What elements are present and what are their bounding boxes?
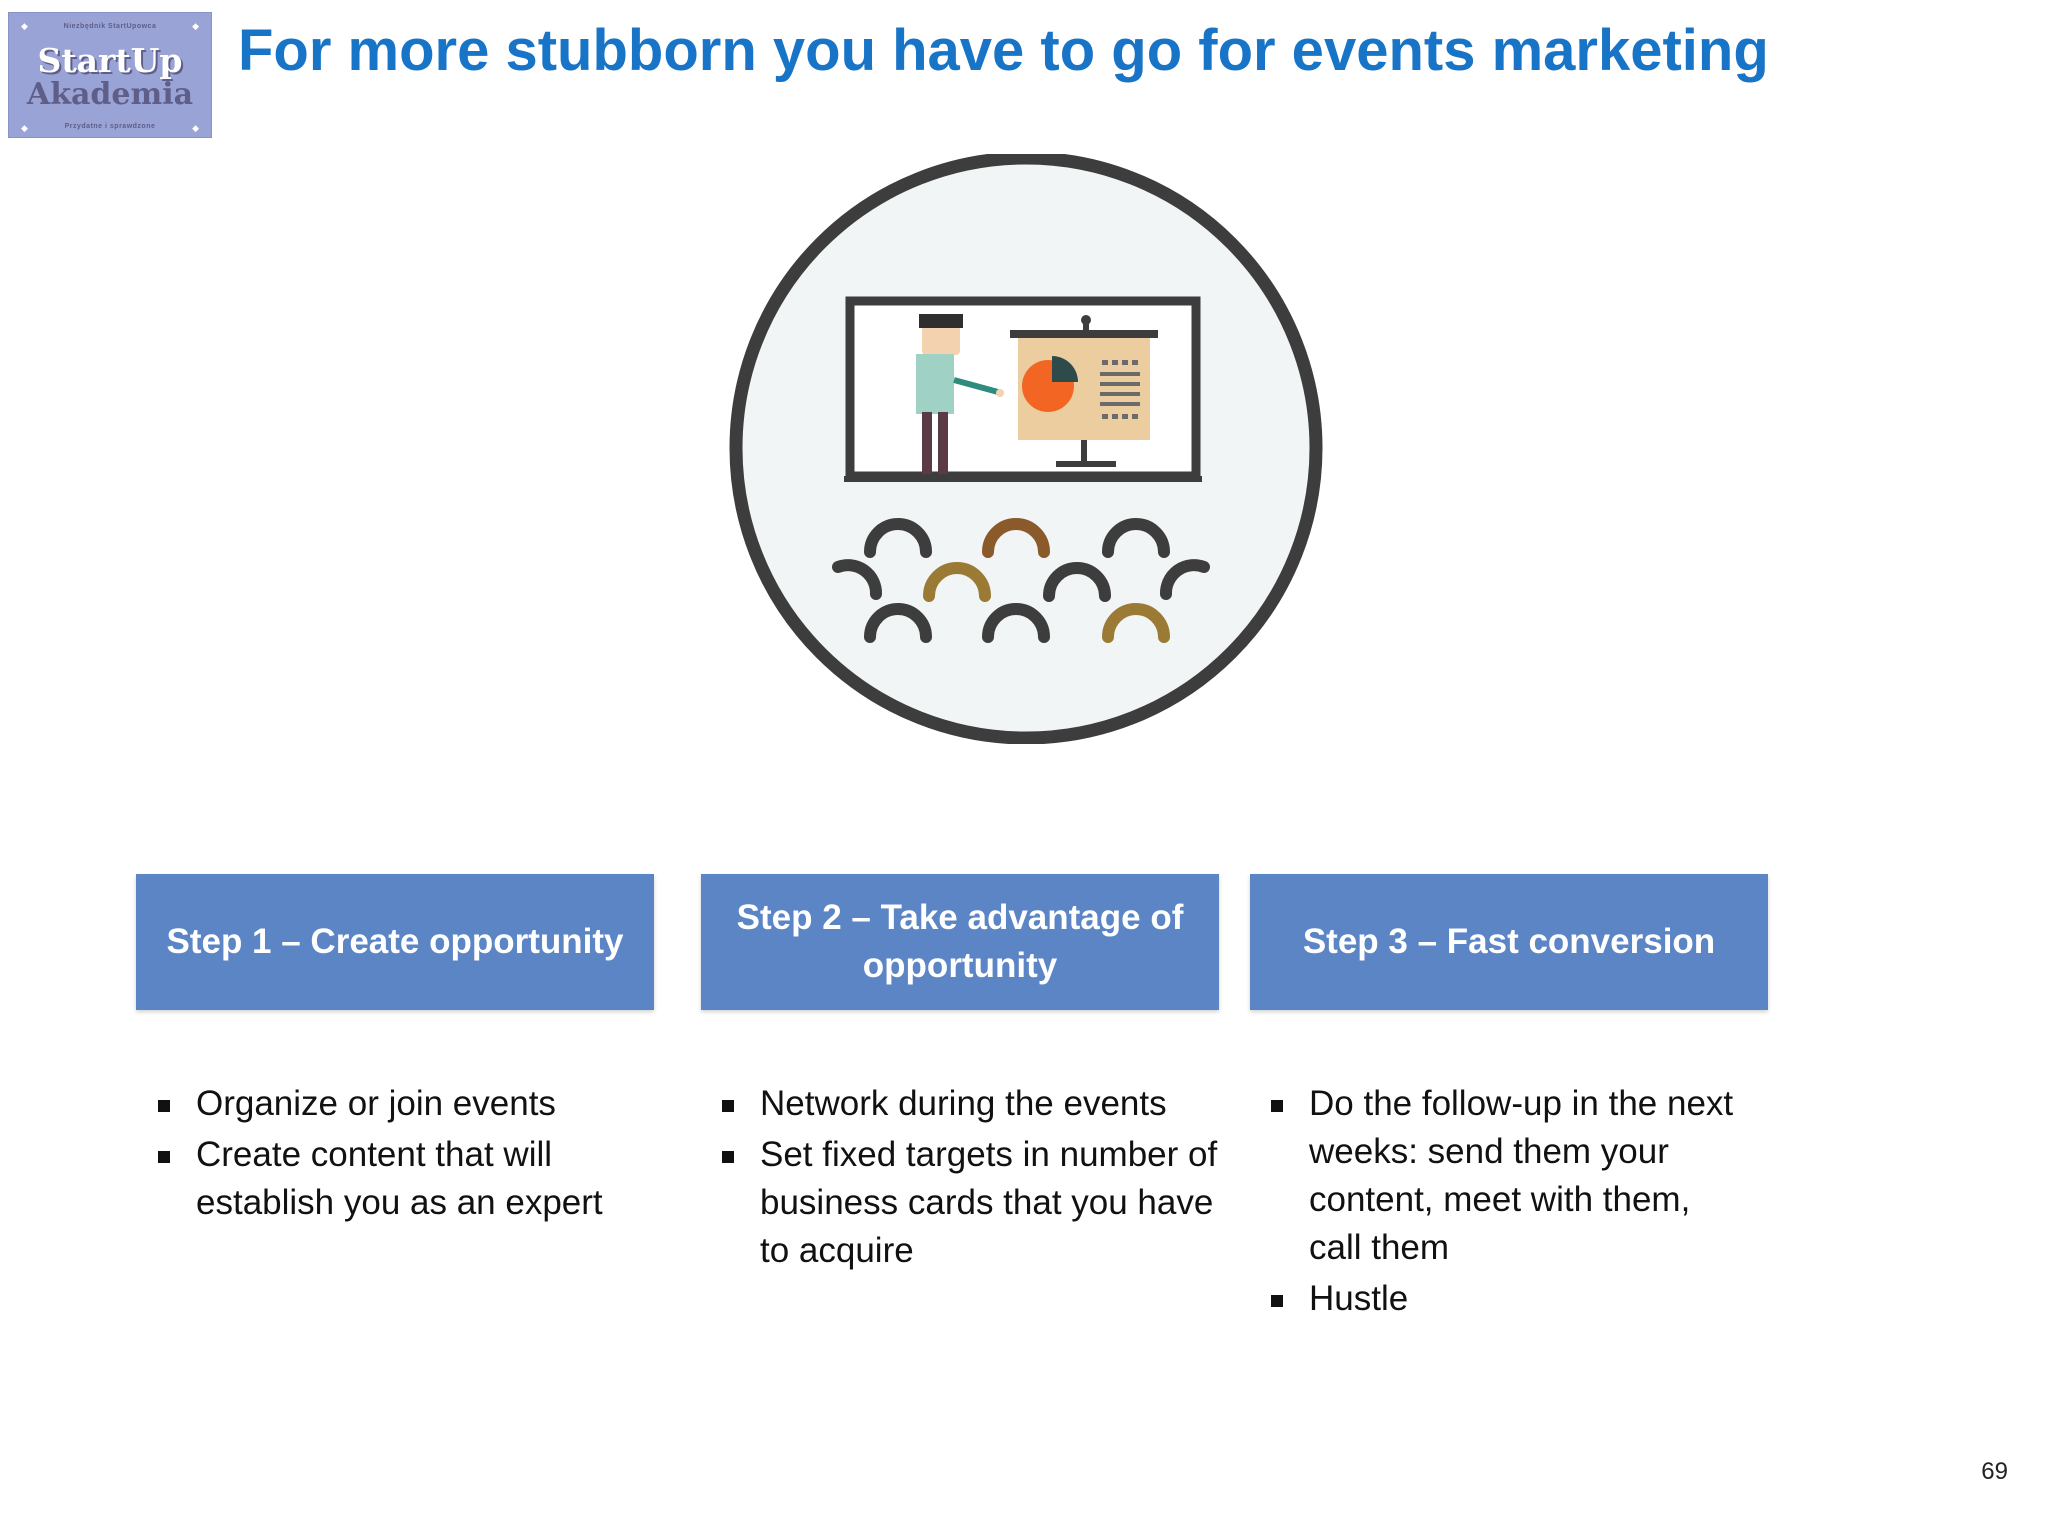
logo-tagline-top: Niezbędnik StartUpowca bbox=[63, 23, 157, 30]
logo-ornament: ◆ bbox=[21, 123, 28, 133]
audience-heads bbox=[832, 518, 1210, 643]
bullet-item: Do the follow-up in the next weeks: send… bbox=[1271, 1080, 1751, 1272]
step-3-header: Step 3 – Fast conversion bbox=[1250, 874, 1768, 1010]
logo-ornament: ◆ bbox=[192, 123, 199, 133]
step-1-bullet-list: Organize or join events Create content t… bbox=[158, 1080, 658, 1230]
bullet-item: Set fixed targets in number of business … bbox=[722, 1131, 1242, 1275]
step-1-header: Step 1 – Create opportunity bbox=[136, 874, 654, 1010]
step-3-bullet-list: Do the follow-up in the next weeks: send… bbox=[1271, 1080, 1751, 1326]
bullet-item: Hustle bbox=[1271, 1275, 1751, 1323]
step-2-bullet-list: Network during the events Set fixed targ… bbox=[722, 1080, 1242, 1278]
presenter-figure bbox=[916, 314, 1004, 474]
easel-chart-board bbox=[1010, 315, 1158, 467]
logo-tagline-bottom: Przydatne i sprawdzone bbox=[64, 123, 156, 130]
bullet-item: Network during the events bbox=[722, 1080, 1242, 1128]
presentation-audience-illustration bbox=[729, 154, 1323, 744]
startup-akademia-logo: ◆ ◆ Niezbędnik StartUpowca StartUp Akade… bbox=[8, 12, 212, 138]
page-number: 69 bbox=[1981, 1458, 2008, 1485]
logo-ornament: ◆ bbox=[192, 21, 199, 31]
logo-word-startup: StartUp bbox=[37, 41, 183, 80]
step-2-header: Step 2 – Take advantage of opportunity bbox=[701, 874, 1219, 1010]
logo-word-akademia: Akademia bbox=[26, 77, 194, 112]
logo-ornament: ◆ bbox=[21, 21, 28, 31]
bullet-item: Create content that will establish you a… bbox=[158, 1131, 658, 1227]
bullet-item: Organize or join events bbox=[158, 1080, 658, 1128]
slide-title: For more stubborn you have to go for eve… bbox=[238, 18, 1769, 83]
